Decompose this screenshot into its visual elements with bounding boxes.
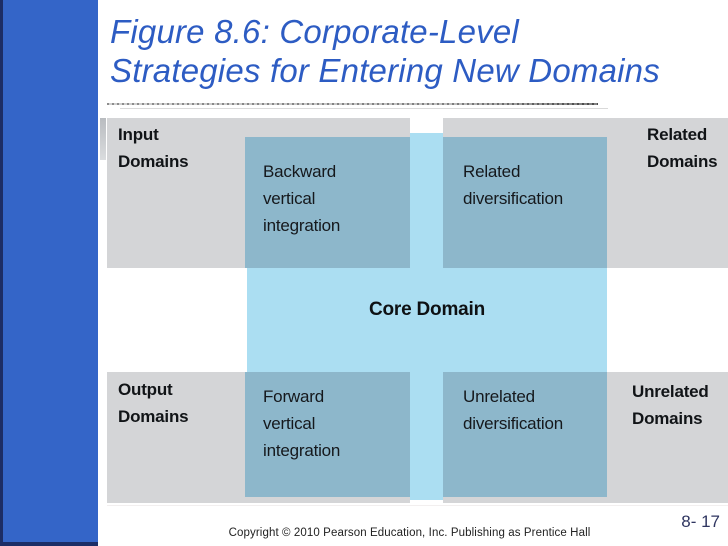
title-divider-line <box>107 103 598 105</box>
related-domains-label: Related Domains <box>647 125 718 171</box>
input-domains-label: Input Domains <box>118 125 189 171</box>
footer-divider-line <box>107 505 728 506</box>
slide-title: Figure 8.6: Corporate-Level Strategies f… <box>110 12 725 90</box>
core-domain-horizontal-band <box>247 268 607 372</box>
copyright-text: Copyright © 2010 Pearson Education, Inc.… <box>228 527 591 539</box>
slide-title-line2: Strategies for Entering New Domains <box>110 52 660 89</box>
left-accent-bar <box>0 0 98 546</box>
core-domain-label: Core Domain <box>368 299 486 320</box>
related-diversification-box: Related diversification <box>443 137 607 268</box>
backward-vertical-integration-box: Backward vertical integration <box>245 137 410 268</box>
page-number: 8- 17 <box>681 512 720 531</box>
output-domains-label: Output Domains <box>118 380 189 426</box>
slide-title-line1: Figure 8.6: Corporate-Level <box>110 13 519 50</box>
forward-vertical-integration-box: Forward vertical integration <box>245 372 410 497</box>
unrelated-domains-label: Unrelated Domains <box>632 382 709 428</box>
band-edge-sliver <box>100 118 106 160</box>
title-divider-shadow-line <box>120 108 608 109</box>
unrelated-diversification-box: Unrelated diversification <box>443 372 607 497</box>
